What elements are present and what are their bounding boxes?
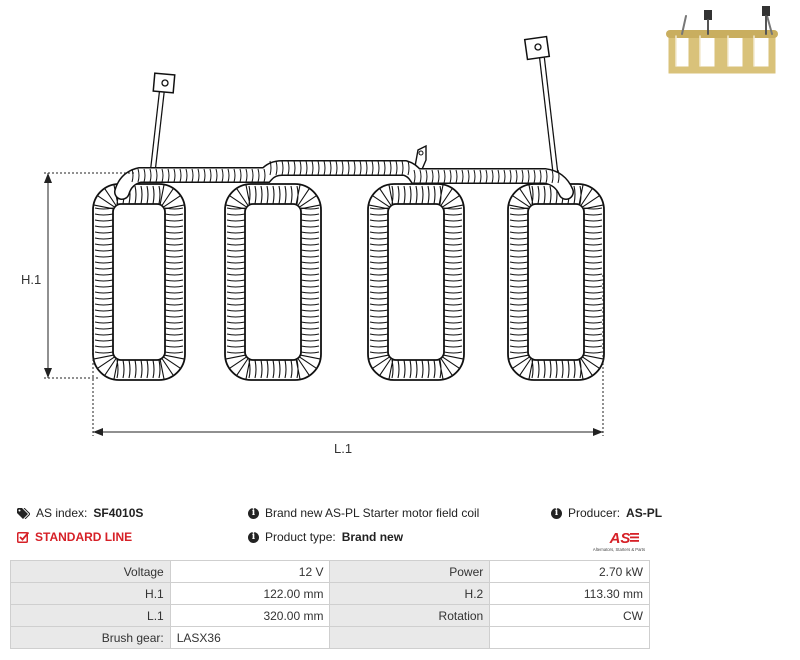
spec-value xyxy=(489,626,650,649)
description-text: Brand new AS-PL Starter motor field coil xyxy=(265,506,480,520)
standard-line-label: STANDARD LINE xyxy=(35,530,133,544)
as-index-label: AS index: xyxy=(36,506,88,520)
svg-text:AS: AS xyxy=(609,530,631,547)
table-row: Brush gear: LASX36 xyxy=(10,626,650,649)
as-index: AS index: SF4010S xyxy=(17,506,143,520)
connecting-bus xyxy=(114,160,574,200)
spec-value: CW xyxy=(489,604,650,627)
coil xyxy=(224,183,322,381)
info-icon: i xyxy=(248,531,259,543)
as-index-value: SF4010S xyxy=(93,506,144,520)
spec-key xyxy=(329,626,491,649)
spec-key: Power xyxy=(329,560,491,583)
spec-key: Brush gear: xyxy=(10,626,171,649)
dimension-l1-label: L.1 xyxy=(334,441,353,456)
product-type-value: Brand new xyxy=(341,530,404,544)
spec-value: 320.00 mm xyxy=(169,604,331,627)
spec-value: 122.00 mm xyxy=(169,582,331,605)
spec-value: 12 V xyxy=(169,560,331,583)
svg-text:Alternators, Starters & Parts: Alternators, Starters & Parts xyxy=(593,547,645,552)
spec-key: Rotation xyxy=(329,604,491,627)
info-icon: i xyxy=(551,507,562,519)
standard-line: STANDARD LINE xyxy=(17,530,132,544)
spec-value: 113.30 mm xyxy=(489,582,650,605)
spec-key: H.1 xyxy=(10,582,171,605)
spec-value: 2.70 kW xyxy=(489,560,650,583)
dimension-lines xyxy=(44,172,604,436)
spec-key: H.2 xyxy=(329,582,491,605)
coil xyxy=(367,183,465,381)
producer: i Producer: AS-PL xyxy=(551,506,662,520)
table-row: Voltage 12 V Power 2.70 kW xyxy=(10,560,650,583)
product-type: i Product type: Brand new xyxy=(248,530,403,544)
as-pl-logo: AS Alternators, Starters & Parts xyxy=(593,530,645,552)
spec-key: L.1 xyxy=(10,604,171,627)
coil-group xyxy=(92,183,605,381)
producer-label: Producer: xyxy=(568,506,621,520)
coil xyxy=(92,183,186,381)
spec-key: Voltage xyxy=(10,560,171,583)
spec-value: LASX36 xyxy=(169,626,331,649)
product-type-label: Product type: xyxy=(265,530,336,544)
table-row: H.1 122.00 mm H.2 113.30 mm xyxy=(10,582,650,605)
product-thumbnail xyxy=(666,6,778,74)
coil xyxy=(507,183,605,381)
table-row: L.1 320.00 mm Rotation CW xyxy=(10,604,650,627)
terminal-group xyxy=(149,35,559,179)
producer-value: AS-PL xyxy=(626,506,663,520)
field-coil-drawing xyxy=(44,35,605,436)
info-icon: i xyxy=(248,507,259,519)
checkbox-icon xyxy=(17,531,29,543)
tag-icon xyxy=(17,507,30,519)
spec-table: Voltage 12 V Power 2.70 kW H.1 122.00 mm… xyxy=(10,560,650,649)
description: i Brand new AS-PL Starter motor field co… xyxy=(248,506,479,520)
dimension-h1-label: H.1 xyxy=(21,272,42,287)
